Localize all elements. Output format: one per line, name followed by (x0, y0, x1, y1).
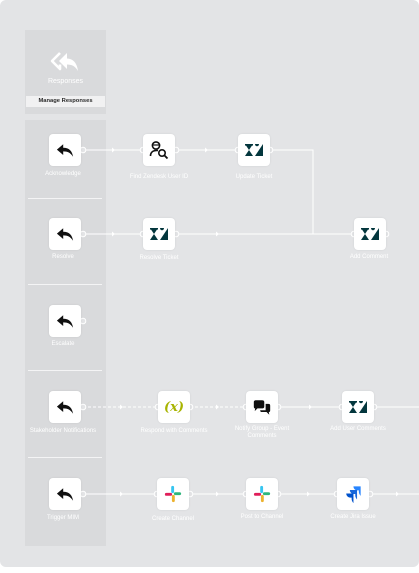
action-find-zendesk-user-id[interactable] (143, 134, 175, 166)
response-label-resolve: Resolve (52, 254, 74, 260)
lane-divider (28, 457, 102, 458)
response-node-acknowledge[interactable] (49, 134, 81, 166)
action-label-resolve-ticket: Resolve Ticket (139, 255, 179, 261)
action-label-find-zendesk-user-id: Find Zendesk User ID (129, 174, 189, 180)
action-label-add-user-comments: Add User Comments (330, 426, 386, 432)
variable-icon: (x) (163, 399, 185, 415)
action-create-channel[interactable] (157, 478, 189, 510)
action-label-update-ticket: Update Ticket (235, 174, 273, 180)
lane-divider (28, 370, 102, 371)
action-label-respond-with-comments: Respond with Comments (140, 428, 208, 434)
action-add-user-comments[interactable] (342, 391, 374, 423)
action-resolve-ticket[interactable] (143, 218, 175, 250)
response-label-trigger-mim: Trigger MIM (46, 515, 80, 521)
action-label-add-comment: Add Comment (349, 254, 389, 260)
zendesk-icon (360, 226, 380, 242)
action-label-create-channel: Create Channel (151, 516, 195, 522)
manage-responses-button[interactable]: Manage Responses (26, 96, 105, 107)
response-node-resolve[interactable] (49, 218, 81, 250)
action-notify-group-event-comments[interactable] (246, 391, 278, 423)
response-label-acknowledge: Acknowledge (45, 171, 81, 177)
chat-bubbles-icon (252, 399, 272, 416)
action-update-ticket[interactable] (238, 134, 270, 166)
action-label-notify-group-event-comments: Notify Group - Event Comments (234, 426, 290, 439)
response-node-stakeholder-notifications[interactable] (49, 391, 81, 423)
response-label-stakeholder-notifications: Stakeholder Notifications (29, 428, 97, 434)
response-label-escalate: Escalate (51, 341, 75, 347)
action-create-jira-issue[interactable] (337, 478, 369, 510)
action-add-comment[interactable] (354, 218, 386, 250)
slack-icon (164, 485, 182, 503)
lane-divider (28, 198, 102, 199)
lane-divider (28, 284, 102, 285)
reply-icon (56, 314, 74, 329)
jira-icon (344, 485, 362, 503)
action-post-to-channel[interactable] (246, 478, 278, 510)
zendesk-icon (244, 142, 264, 158)
action-label-post-to-channel: Post to Channel (240, 514, 284, 520)
reply-icon (56, 400, 74, 415)
reply-all-icon (50, 52, 78, 71)
reply-icon (56, 143, 74, 158)
response-node-escalate[interactable] (49, 305, 81, 337)
response-node-trigger-mim[interactable] (49, 478, 81, 510)
action-label-create-jira-issue: Create Jira Issue (330, 514, 376, 520)
action-respond-with-comments[interactable]: (x) (158, 391, 190, 423)
reply-icon (56, 227, 74, 242)
responses-label: Responses (47, 78, 84, 85)
zendesk-icon (348, 399, 368, 415)
reply-icon (56, 487, 74, 502)
zendesk-icon (149, 226, 169, 242)
slack-icon (253, 485, 271, 503)
user-search-icon (149, 140, 169, 160)
